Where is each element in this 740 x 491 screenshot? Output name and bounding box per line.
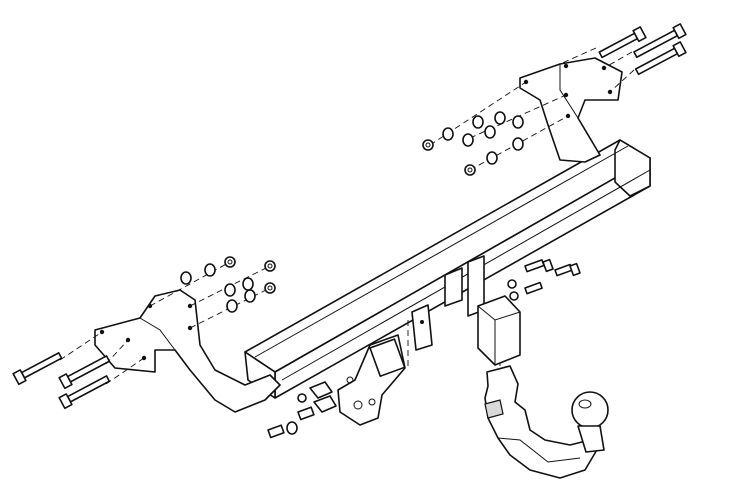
- bolts-top-right: [598, 23, 687, 76]
- right-bracket: [519, 57, 623, 163]
- receiver-bolts: [507, 258, 581, 301]
- bolts-left: [12, 352, 111, 410]
- nuts-washers-left: [180, 256, 276, 313]
- socket-fasteners: [267, 381, 337, 439]
- receiver-housing: [477, 295, 521, 366]
- towball: [571, 391, 609, 453]
- nuts-washers-right: [422, 111, 524, 176]
- centre-mount-plates: [411, 255, 485, 351]
- left-bracket: [94, 289, 281, 413]
- socket-plate: [337, 334, 406, 426]
- crossbar: [244, 139, 651, 399]
